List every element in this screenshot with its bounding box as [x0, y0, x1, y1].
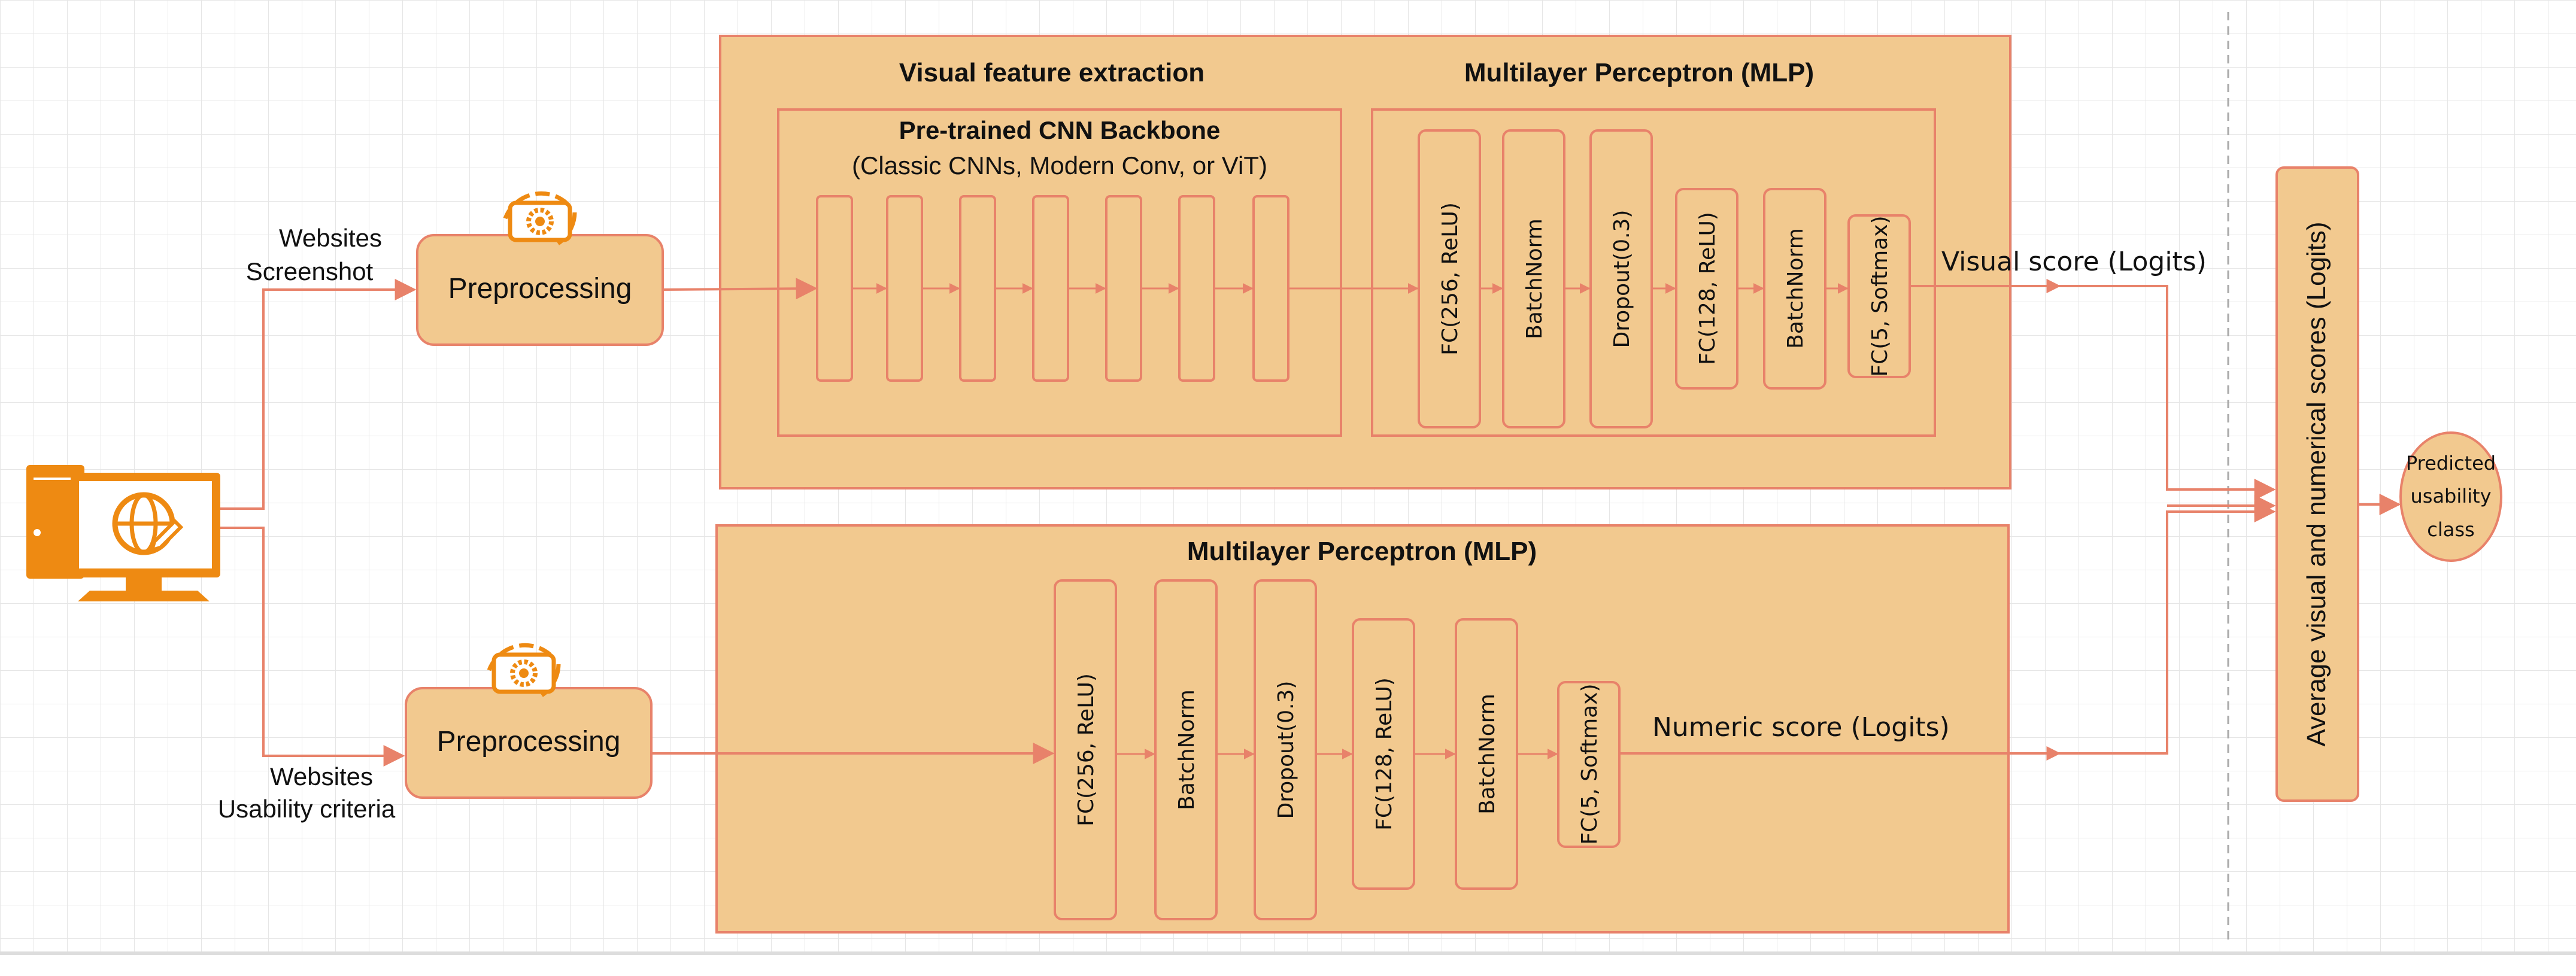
mlp-layer-label: FC(256, ReLU) [1074, 673, 1099, 826]
cnn-block [1178, 195, 1215, 382]
cnn-block [816, 195, 853, 382]
preprocessing-bottom-label: Preprocessing [437, 726, 621, 758]
visual-mlp-labels: FC(256, ReLU) BatchNorm Dropout(0.3) FC(… [1438, 202, 1892, 376]
mlp-layer-label: BatchNorm [1475, 694, 1500, 814]
predicted-class-line3: class [2427, 518, 2474, 541]
predicted-class-line1: Predicted [2406, 452, 2496, 475]
gear-icon [503, 191, 577, 245]
fusion-box [2275, 166, 2359, 802]
cnn-block [1105, 195, 1142, 382]
mlp-layer-label: FC(128, ReLU) [1695, 212, 1720, 365]
visual-mlp-layers [1418, 129, 1911, 428]
mlp-layer [1418, 129, 1481, 428]
preprocessing-top-label: Preprocessing [448, 273, 632, 305]
visual-score-label: Visual score (Logits) [1941, 247, 2207, 277]
mlp-layer [1054, 579, 1117, 920]
cnn-block [1032, 195, 1069, 382]
cnn-subtitle: (Classic CNNs, Modern Conv, or ViT) [852, 151, 1267, 180]
mlp-layer [1557, 681, 1621, 848]
mlp-layer [1254, 579, 1317, 920]
mlp-layer-label: FC(5, Softmax) [1868, 215, 1892, 376]
cnn-block [1252, 195, 1289, 382]
mlp-layer [1154, 579, 1218, 920]
gear-icon [487, 643, 561, 697]
screenshot-label-line2: Screenshot [246, 257, 374, 285]
screenshot-label-line1: Websites [279, 224, 382, 252]
numeric-mlp-title: Multilayer Perceptron (MLP) [1187, 537, 1537, 566]
mlp-layer-label: FC(128, ReLU) [1372, 677, 1397, 831]
cnn-block [886, 195, 923, 382]
computer-globe-icon [26, 465, 220, 601]
mlp-layer [1589, 129, 1653, 428]
predicted-class-circle [2399, 431, 2502, 562]
cnn-block [959, 195, 996, 382]
cnn-title: Pre-trained CNN Backbone [899, 116, 1221, 144]
mlp-layer-label: BatchNorm [1175, 689, 1199, 810]
numeric-mlp-labels: FC(256, ReLU) BatchNorm Dropout(0.3) FC(… [1074, 673, 1602, 844]
predicted-class-line2: usability [2410, 485, 2491, 507]
visual-section-title: Visual feature extraction [899, 58, 1204, 87]
criteria-label-line2: Usability criteria [218, 795, 396, 823]
input-connectors [220, 279, 417, 767]
mlp-layer [1847, 214, 1911, 378]
fusion-label: Average visual and numerical scores (Log… [2302, 221, 2331, 746]
cnn-blocks [816, 195, 1289, 382]
mlp-layer-label: BatchNorm [1522, 218, 1547, 339]
numeric-mlp-layers [1054, 579, 1621, 920]
mlp-layer-label: FC(5, Softmax) [1577, 683, 1602, 844]
visual-mlp-title: Multilayer Perceptron (MLP) [1464, 58, 1814, 87]
mlp-layer-label: Dropout(0.3) [1274, 681, 1298, 819]
mlp-layer-label: Dropout(0.3) [1610, 210, 1634, 348]
score-connectors [1619, 279, 2276, 761]
mlp-layer-label: FC(256, ReLU) [1438, 202, 1463, 355]
mlp-layer [1502, 129, 1565, 428]
branch-connectors [651, 278, 1055, 764]
criteria-label-line1: Websites [270, 762, 373, 790]
mlp-layer-label: BatchNorm [1783, 228, 1808, 349]
numeric-score-label: Numeric score (Logits) [1652, 712, 1950, 743]
